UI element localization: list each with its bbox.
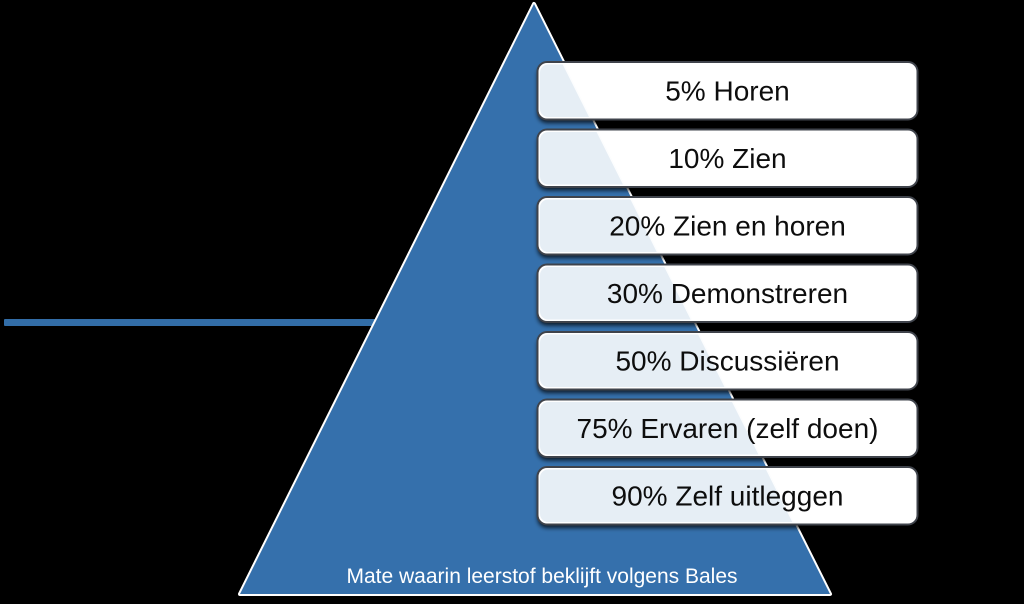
level-box-3 — [537, 197, 918, 255]
level-label-zien: 10% Zien — [668, 143, 786, 174]
level-label-horen: 5% Horen — [665, 76, 790, 107]
level-box-6 — [537, 399, 918, 457]
level-box-border-4 — [536, 263, 919, 323]
level-box-border-2 — [536, 128, 919, 188]
level-box-7 — [537, 467, 918, 525]
level-box-1 — [537, 62, 918, 120]
level-labels: 5% Horen 10% Zien 20% Zien en horen 30% … — [577, 76, 879, 512]
annotation-line — [4, 319, 376, 326]
level-label-ervaren: 75% Ervaren (zelf doen) — [577, 413, 879, 444]
level-boxes — [537, 62, 918, 525]
level-box-borders — [536, 61, 919, 526]
level-box-5 — [537, 332, 918, 390]
level-box-4 — [537, 264, 918, 322]
level-label-demonstreren: 30% Demonstreren — [607, 278, 848, 309]
level-box-border-3 — [536, 196, 919, 256]
level-label-discussieren: 50% Discussiëren — [615, 346, 839, 377]
level-box-border-5 — [536, 331, 919, 391]
pyramid-caption: Mate waarin leerstof beklijft volgens Ba… — [346, 565, 737, 588]
pyramid-tint-through-boxes — [540, 64, 833, 522]
level-box-border-6 — [536, 398, 919, 458]
level-box-border-1 — [536, 61, 919, 121]
level-label-zelf-uitleggen: 90% Zelf uitleggen — [612, 481, 844, 512]
level-label-zien-en-horen: 20% Zien en horen — [609, 211, 846, 242]
level-box-2 — [537, 129, 918, 187]
level-box-border-7 — [536, 466, 919, 526]
